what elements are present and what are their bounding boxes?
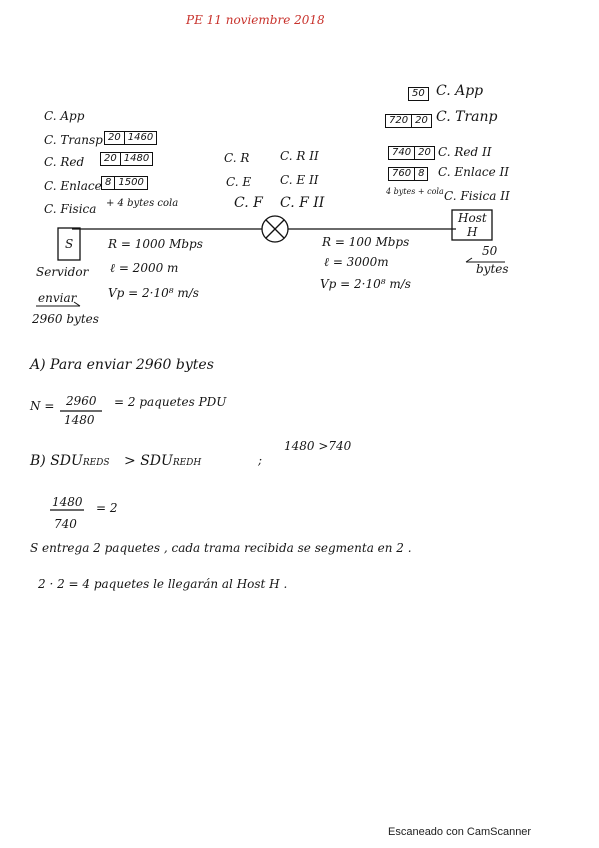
server-letter: S [65, 237, 74, 251]
part-b-semicolon: ; [258, 453, 263, 467]
server-box [57, 227, 81, 261]
part-b-line1: S entrega 2 paquetes , cada trama recibi… [30, 541, 412, 555]
right-layer-red: C. Red II [438, 145, 492, 159]
left-layer-enlace: C. Enlace [44, 179, 102, 193]
router-layer-f: C. F [234, 195, 263, 211]
host-recv-unit: bytes [476, 262, 509, 276]
part-b-line2: 2 · 2 = 4 paquetes le llegarán al Host H… [38, 577, 288, 591]
host-label: Host [458, 211, 487, 225]
right-link-length: ℓ = 3000m [324, 255, 389, 269]
right-layer-enlace: C. Enlace II [438, 165, 509, 179]
right-link-rate: R = 100 Mbps [322, 235, 410, 249]
page-title: PE 11 noviembre 2018 [186, 13, 325, 27]
part-b-result: = 2 [96, 501, 118, 515]
left-layer-fisica: C. Fisica [44, 202, 97, 216]
host-box [451, 209, 493, 241]
right-layer-app: C. App [436, 83, 484, 99]
router-layer-f2: C. F II [280, 195, 325, 211]
host-letter: H [467, 225, 478, 239]
host-recv-num: 50 [482, 244, 498, 258]
left-link-length: ℓ = 2000 m [110, 261, 179, 275]
part-a-lhs: N = [30, 399, 55, 413]
left-link-vp: Vp = 2·10⁸ m/s [108, 286, 199, 300]
right-layer-transp: C. Tranp [436, 109, 498, 125]
router-icon [261, 215, 289, 243]
server-bytes: 2960 bytes [32, 312, 99, 326]
part-b-denominator: 740 [54, 517, 77, 531]
part-a-result: = 2 paquetes PDU [114, 395, 227, 409]
part-a-numerator: 2960 [66, 394, 97, 408]
right-link-vp: Vp = 2·10⁸ m/s [320, 277, 411, 291]
left-fisica-note: + 4 bytes cola [106, 198, 179, 209]
router-layer-e: C. E [226, 175, 252, 189]
left-layer-app: C. App [44, 109, 85, 123]
part-a-heading: A) Para enviar 2960 bytes [30, 357, 214, 373]
router-layer-e2: C. E II [280, 173, 319, 187]
right-layer-fisica: C. Fisica II [444, 189, 510, 203]
part-a-denominator: 1480 [64, 413, 95, 427]
server-send-label: enviar [38, 291, 77, 305]
left-link-rate: R = 1000 Mbps [108, 237, 203, 251]
right-cola-note: 4 bytes + cola [386, 187, 444, 196]
left-layer-transp: C. Transp [44, 133, 103, 147]
part-b-numerator: 1480 [52, 495, 83, 509]
left-layer-red: C. Red [44, 155, 85, 169]
part-b-comparison: 1480 >740 [284, 439, 352, 453]
scanner-watermark: Escaneado con CamScanner [388, 826, 532, 838]
router-layer-r2: C. R II [280, 149, 319, 163]
server-label: Servidor [36, 265, 89, 279]
right-app-header-box: 50 [408, 87, 429, 101]
part-b-heading: B) SDUREDS > SDUREDH [30, 453, 202, 469]
router-layer-r: C. R [224, 151, 250, 165]
